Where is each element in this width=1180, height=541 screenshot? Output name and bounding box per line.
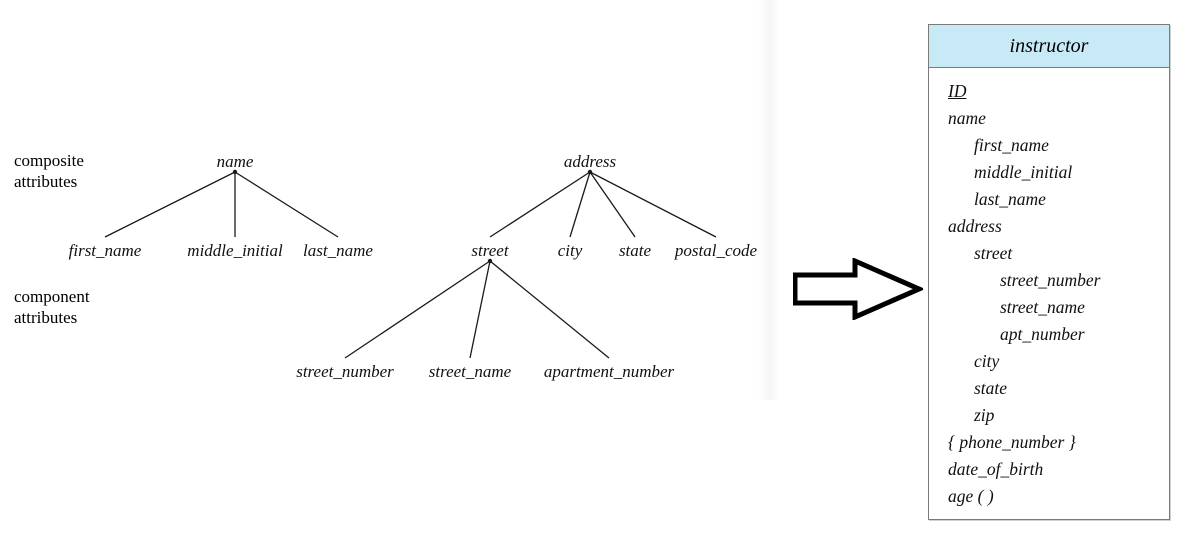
tree-node-apartment_number: apartment_number [543,362,675,381]
tree-edge-address-street [489,171,591,238]
tree-edge-street-street_number [344,260,491,359]
tree-node-first_name: first_name [68,241,142,260]
tree-node-name: name [216,152,254,171]
entity-attribute-row: address [948,216,1002,236]
entity-attribute-row: { phone_number } [948,432,1076,452]
entity-attribute-row: street_name [1000,297,1085,317]
entity-attribute-row: first_name [974,135,1049,155]
tree-edge-address-postal_code [589,171,717,238]
tree-node-middle_initial: middle_initial [187,241,283,260]
tree-node-street: street [471,241,509,260]
tree-node-postal_code: postal_code [674,241,758,260]
entity-attribute-row: street [974,243,1013,263]
tree-node-street_number: street_number [296,362,394,381]
tree-edge-name-first_name [104,171,236,238]
tree-node-state: state [618,241,652,260]
entity-attribute-row: date_of_birth [948,459,1044,479]
entity-attribute-row: city [974,351,1000,371]
tree-edge-street-street_name [469,260,491,359]
tree-node-street_name: street_name [428,362,512,381]
entity-attribute-row: age ( ) [948,486,994,506]
entity-title: instructor [1009,34,1089,57]
entity-attribute-row: state [974,378,1008,398]
transformation-arrow [792,257,926,321]
tree-edge-name-last_name [234,171,339,238]
entity-box-instructor: instructor ID name first_name middle_initia… [928,24,1170,520]
scan-artifact-band [757,0,779,400]
tree-edge-address-city [569,171,591,238]
tree-edge-street-apartment_number [489,260,610,359]
entity-attribute-row: middle_initial [974,162,1073,182]
entity-attribute-row: last_name [974,189,1046,209]
entity-attribute-row: zip [974,405,995,425]
tree-edge-address-state [589,171,636,238]
entity-attribute-row: street_number [1000,270,1101,290]
entity-attribute-row: name [948,108,986,128]
component-attributes-label: component attributes [14,287,90,327]
entity-attribute-row: ID [948,78,1169,105]
tree-node-last_name: last_name [303,241,373,260]
primary-key-attribute: ID [948,81,967,101]
composite-attributes-label: composite attributes [14,151,84,191]
tree-node-address: address [563,152,617,171]
tree-node-city: city [557,241,583,260]
entity-attribute-row: apt_number [1000,324,1085,344]
entity-header: instructor [929,25,1169,68]
